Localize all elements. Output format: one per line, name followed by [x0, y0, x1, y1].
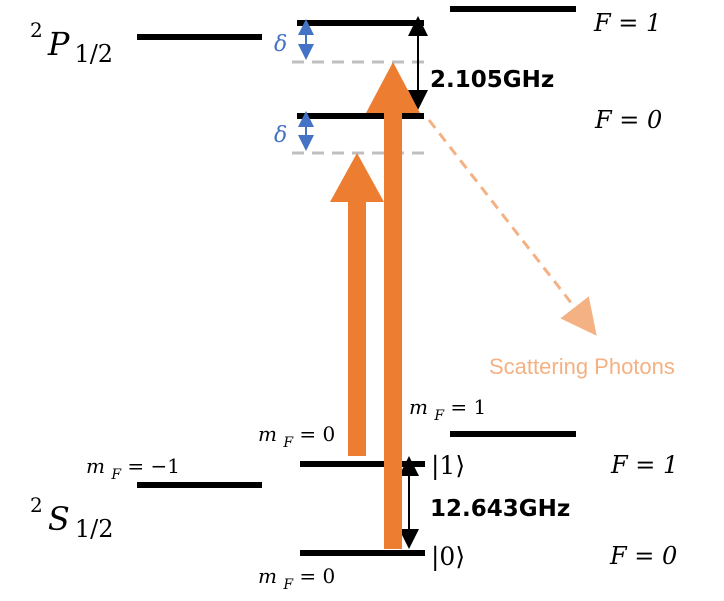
p-f0-label: F = 0 [594, 106, 662, 134]
mf-minus1-sub: F [110, 467, 122, 483]
ket0-label: |0⟩ [431, 542, 465, 572]
mf-zero-upper-label: m F = 0 [258, 422, 335, 452]
laser-arrow-from-ket1 [330, 153, 384, 456]
mf-zero-lower-label: m F = 0 [258, 564, 335, 594]
laser-arrow-from-ket0 [366, 62, 420, 549]
mf-plus1-label: m F = 1 [409, 395, 486, 425]
p-splitting-label: 2.105GHz [430, 67, 554, 93]
p-state-subscript: 1/2 [74, 40, 113, 68]
s-f1-label: F = 1 [610, 451, 678, 479]
scattering-photons-label: Scattering Photons [489, 354, 675, 379]
s-state-main: S [48, 500, 70, 538]
mf-zero-lower-value: = 0 [299, 564, 335, 588]
mf-minus1-prefix: m [86, 454, 105, 478]
mf-zero-upper-prefix: m [258, 422, 277, 446]
mf-plus1-value: = 1 [450, 395, 486, 419]
mf-zero-upper-sub: F [282, 435, 294, 451]
detuning-label-upper: δ [274, 32, 287, 57]
mf-plus1-sub: F [433, 408, 445, 424]
ket1-label: |1⟩ [431, 451, 465, 481]
p-state-main: P [47, 25, 70, 63]
mf-zero-upper-value: = 0 [299, 422, 335, 446]
s-state-label: 2 S 1/2 [30, 493, 113, 543]
mf-plus1-prefix: m [409, 395, 428, 419]
scattering-arrow [427, 119, 597, 336]
mf-minus1-value: = −1 [127, 454, 180, 478]
p-state-superscript: 2 [30, 18, 43, 42]
detuning-label-lower: δ [274, 123, 287, 148]
mf-minus1-label: m F = −1 [86, 454, 180, 484]
s-f0-label: F = 0 [609, 542, 677, 570]
p-state-label: 2 P 1/2 [30, 18, 113, 68]
s-splitting-label: 12.643GHz [430, 496, 570, 522]
mf-zero-lower-sub: F [282, 577, 294, 593]
s-state-superscript: 2 [30, 493, 43, 517]
s-state-subscript: 1/2 [75, 515, 114, 543]
p-f1-label: F = 1 [593, 9, 661, 37]
mf-zero-lower-prefix: m [258, 564, 277, 588]
